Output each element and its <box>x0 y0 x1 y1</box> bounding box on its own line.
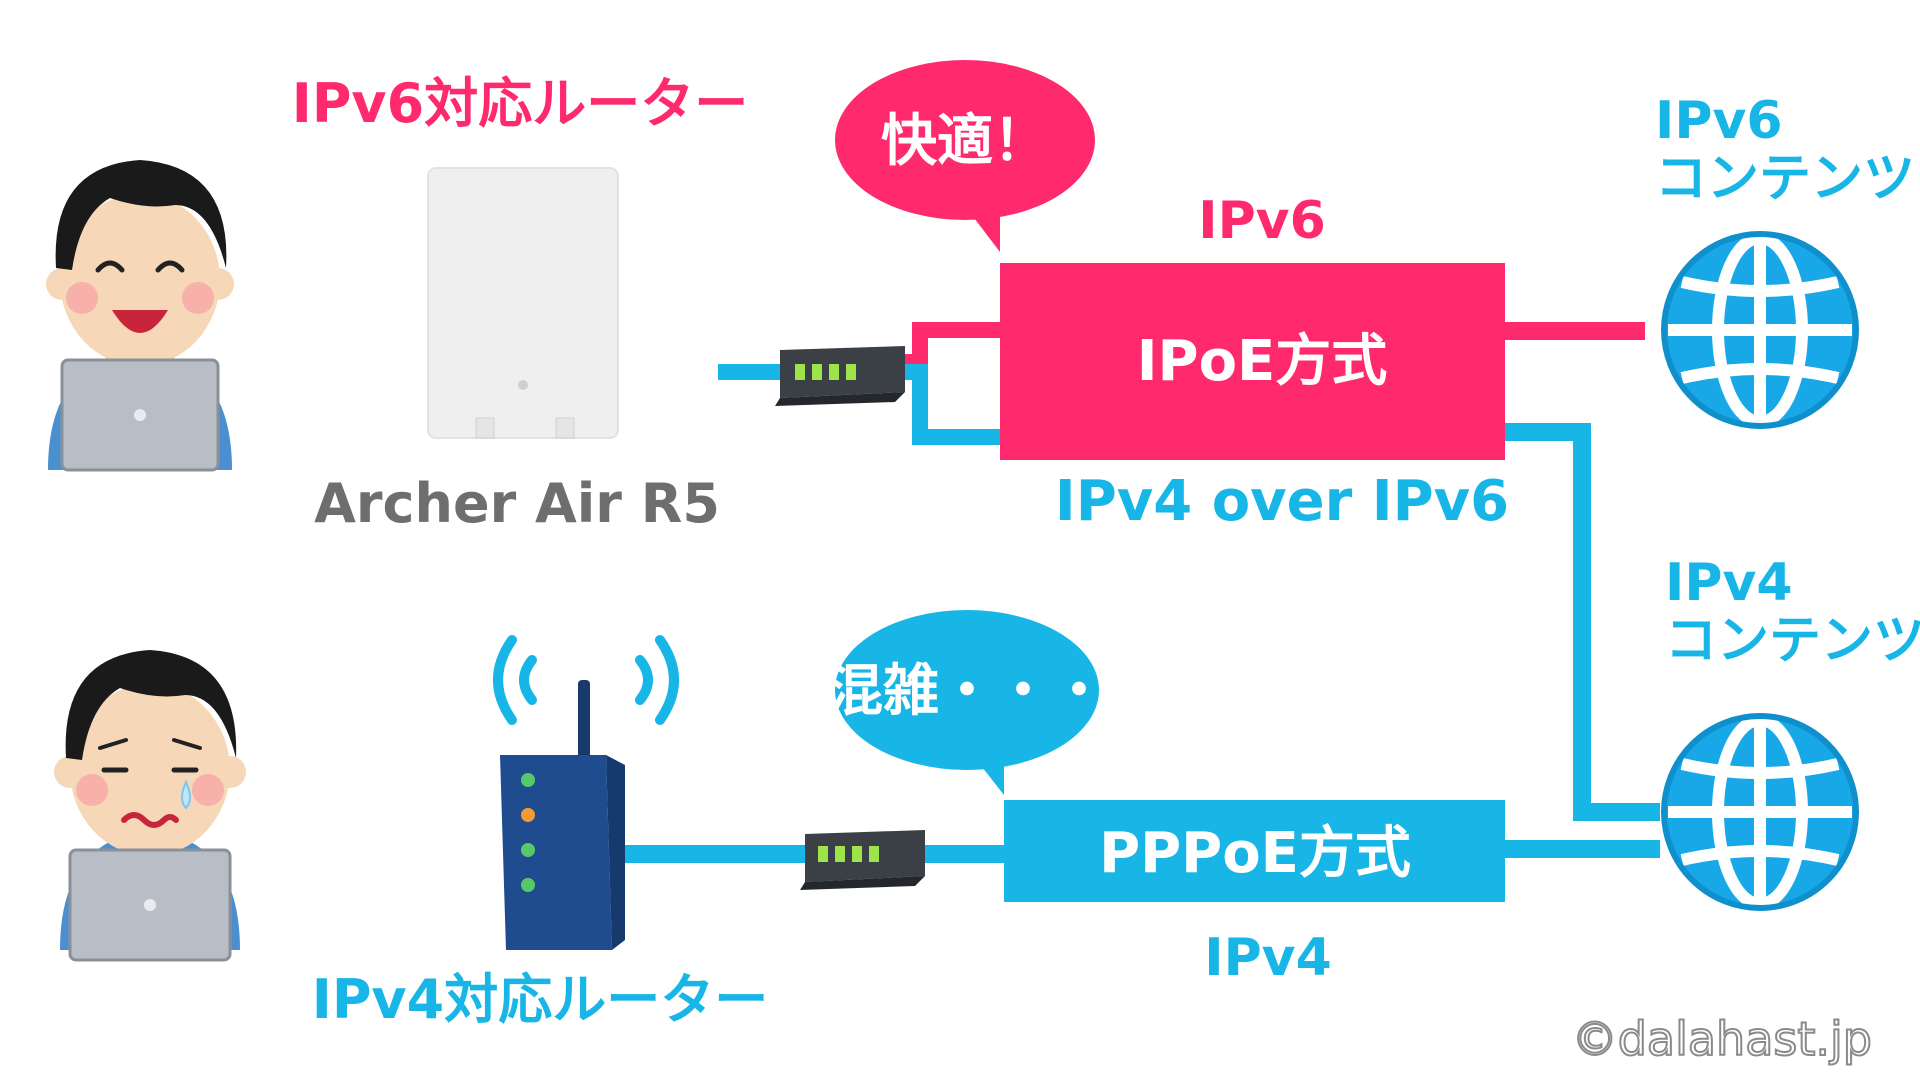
globe-ipv4-icon <box>1664 716 1856 908</box>
ipv4-router-title: IPv4対応ルーター <box>312 968 768 1031</box>
line-pppoe-to-ipv4-globe <box>1505 840 1660 858</box>
line-ipoe-to-ipv6-globe <box>1505 322 1645 340</box>
onu-bottom-icon <box>800 830 925 890</box>
ipv6-router-title: IPv6対応ルーター <box>292 72 748 135</box>
pppoe-box <box>1004 800 1505 902</box>
line-onu-to-ipoe-pink <box>905 322 1000 370</box>
ipv4-line-label: IPv4 <box>1204 928 1332 988</box>
line-ipv4-router-to-onu <box>612 845 807 863</box>
ipv4-contents-line1: IPv4 <box>1665 553 1793 613</box>
ipv6-contents-line2: コンテンツ <box>1655 149 1915 209</box>
ipv6-contents-line1: IPv6 <box>1655 91 1783 151</box>
connection-lines <box>612 322 1660 863</box>
pppoe-box-label: PPPoE方式 <box>1099 821 1411 886</box>
line-ipoe-to-ipv4-globe <box>1505 423 1660 821</box>
ipv4-over-ipv6-label: IPv4 over IPv6 <box>1055 469 1509 534</box>
happy-user-with-laptop-icon <box>46 160 234 472</box>
bubble-congested <box>835 610 1099 795</box>
ipv4-contents-line2: コンテンツ <box>1665 611 1920 671</box>
line-onu-to-ipoe-cyan <box>905 364 1000 445</box>
onu-top-icon <box>775 346 905 406</box>
bubble-fast <box>835 60 1095 252</box>
ipv6-router-model: Archer Air R5 <box>314 472 720 535</box>
globe-ipv6-icon <box>1664 234 1856 426</box>
ipv6-line-label: IPv6 <box>1198 191 1326 251</box>
bubble-congested-text: 混雑・・・ <box>827 659 1107 724</box>
line-onu-to-pppoe <box>924 845 1004 863</box>
copyright-text: ©dalahast.jp <box>1572 1012 1872 1066</box>
bubble-fast-text: 快適！ <box>881 109 1049 174</box>
ipv4-router-icon <box>493 635 679 950</box>
ipoe-box-label: IPoE方式 <box>1137 329 1388 394</box>
ipv6-router-icon <box>427 167 619 439</box>
line-ipv6-router-to-onu <box>718 364 788 380</box>
sad-user-with-laptop-icon <box>54 650 246 962</box>
ipoe-box <box>1000 263 1505 460</box>
